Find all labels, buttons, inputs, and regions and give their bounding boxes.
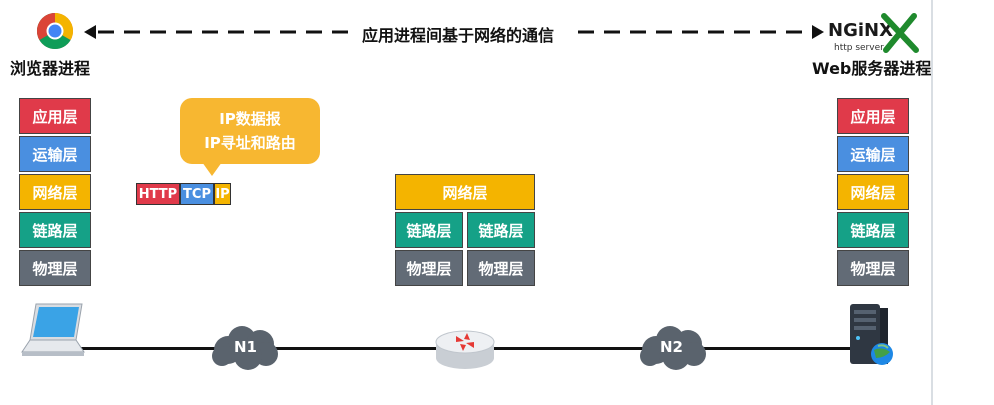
nginx-sub: http server xyxy=(834,43,884,53)
n1-label: N1 xyxy=(234,338,257,356)
right-link-layer: 链路层 xyxy=(837,212,909,248)
left-link-layer: 链路层 xyxy=(19,212,91,248)
server-icon xyxy=(846,302,902,368)
packet-http: HTTP xyxy=(136,183,180,205)
cloud-icon xyxy=(636,322,710,372)
bubble-line1: IP数据报 xyxy=(219,110,281,128)
nginx-logo: NGiNX http server xyxy=(826,10,922,56)
left-application-layer: 应用层 xyxy=(19,98,91,134)
laptop-icon xyxy=(18,300,88,360)
bubble-line2: IP寻址和路由 xyxy=(204,134,296,152)
web-server-process-label: Web服务器进程 xyxy=(812,59,932,78)
nginx-wordmark: NGiNX xyxy=(828,20,893,41)
router-link-layer-right: 链路层 xyxy=(467,212,535,248)
router-network-layer: 网络层 xyxy=(395,174,535,210)
n2-label: N2 xyxy=(660,338,683,356)
frame-divider xyxy=(931,0,933,405)
packet-ip: IP xyxy=(214,183,231,205)
router-icon xyxy=(434,322,496,372)
right-application-layer: 应用层 xyxy=(837,98,909,134)
router-physical-layer-right: 物理层 xyxy=(467,250,535,286)
bubble-tail xyxy=(202,162,222,176)
left-network-layer: 网络层 xyxy=(19,174,91,210)
cloud-icon xyxy=(208,322,282,372)
router-link-layer-left: 链路层 xyxy=(395,212,463,248)
right-transport-layer: 运输层 xyxy=(837,136,909,172)
packet-tcp: TCP xyxy=(180,183,214,205)
comm-arrow xyxy=(84,22,824,42)
right-physical-layer: 物理层 xyxy=(837,250,909,286)
left-transport-layer: 运输层 xyxy=(19,136,91,172)
router-physical-layer-left: 物理层 xyxy=(395,250,463,286)
chrome-icon xyxy=(36,12,74,50)
browser-process-label: 浏览器进程 xyxy=(10,59,91,78)
right-network-layer: 网络层 xyxy=(837,174,909,210)
comm-label: 应用进程间基于网络的通信 xyxy=(362,26,555,45)
ip-datagram-bubble: IP数据报 IP寻址和路由 xyxy=(180,98,320,164)
left-physical-layer: 物理层 xyxy=(19,250,91,286)
